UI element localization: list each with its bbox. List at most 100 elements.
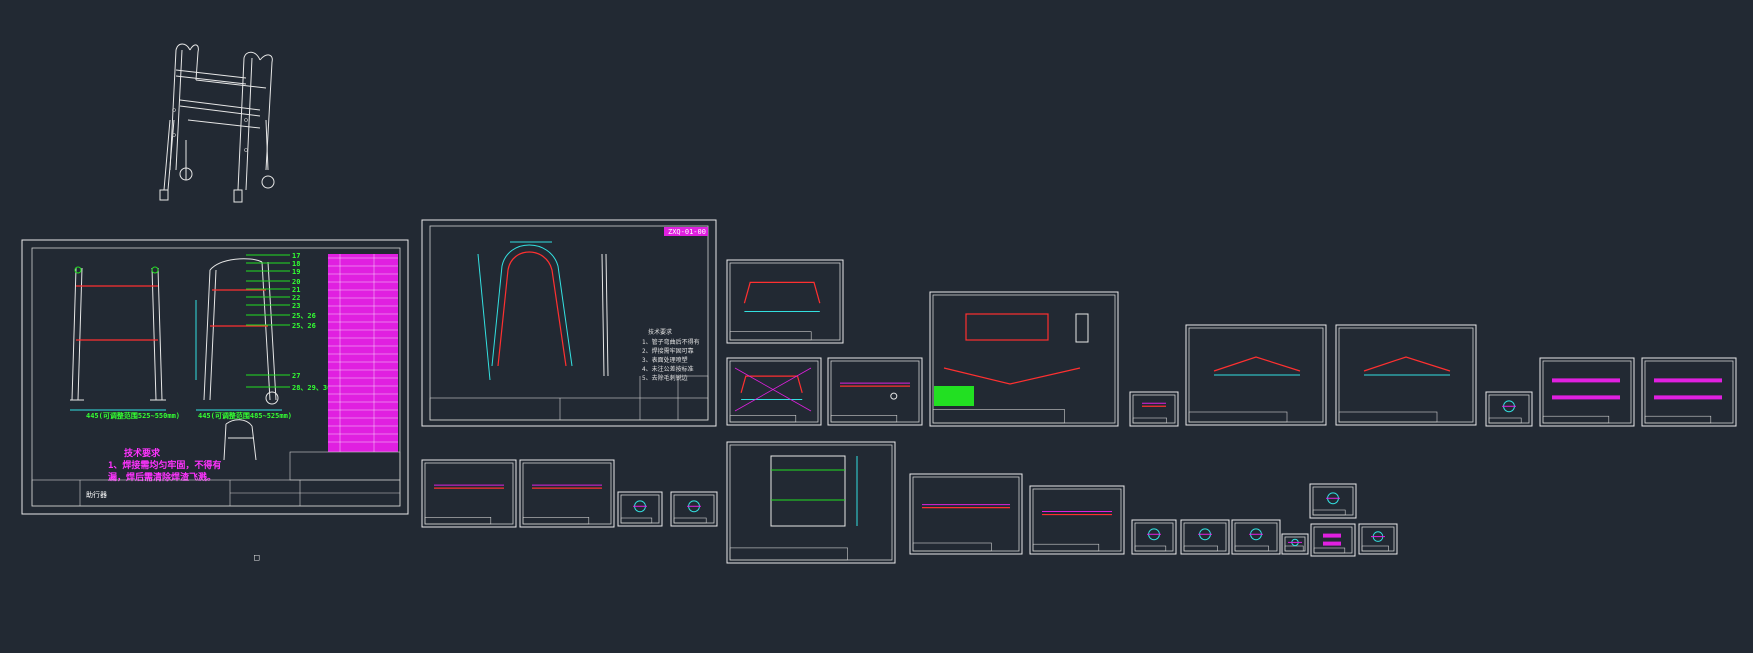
sheet-title-block bbox=[673, 517, 707, 524]
title-block: 助行器 bbox=[31, 451, 401, 507]
sheet-title-block bbox=[1284, 545, 1304, 552]
sheet-title-block bbox=[1488, 417, 1522, 424]
sheet-title-block bbox=[1542, 415, 1610, 424]
detail-sheets[interactable] bbox=[421, 259, 1737, 564]
seat-outline bbox=[965, 313, 1049, 341]
detail-sheet[interactable] bbox=[1485, 391, 1533, 427]
detail-sheet[interactable] bbox=[1310, 523, 1356, 557]
sheet-border bbox=[929, 291, 1119, 427]
title-block-name: 助行器 bbox=[86, 490, 107, 499]
front-view-frame bbox=[70, 266, 166, 401]
sheet-title-block bbox=[522, 516, 590, 525]
drawing-id-label bbox=[664, 227, 708, 236]
sheet-title-block bbox=[424, 516, 492, 525]
sheet-title-block bbox=[1134, 545, 1167, 552]
bent-bar bbox=[1363, 356, 1451, 372]
sheet-border bbox=[1485, 391, 1533, 427]
sheet-title-block bbox=[729, 414, 797, 423]
detail-sheet[interactable] bbox=[726, 259, 844, 344]
detail-sheet[interactable] bbox=[827, 357, 923, 426]
drawing-id: ZXQ-01-00 bbox=[668, 228, 706, 236]
sheet-inner-border bbox=[1361, 526, 1395, 552]
sheet-title-block bbox=[1234, 545, 1269, 552]
sheet-title-block bbox=[1183, 545, 1218, 552]
tube-profile bbox=[743, 281, 821, 304]
sheet-inner-border bbox=[729, 262, 841, 341]
section-line bbox=[734, 367, 812, 412]
sheet-inner-border bbox=[912, 476, 1020, 552]
part-number-label: 23 bbox=[292, 302, 300, 310]
detail-sheet[interactable] bbox=[1029, 485, 1125, 555]
sheet-title-block bbox=[1132, 417, 1167, 424]
sheet-inner-border bbox=[1134, 522, 1174, 552]
panel-outline bbox=[770, 455, 846, 527]
detail-sheet[interactable] bbox=[1539, 357, 1635, 427]
sheet-inner-border bbox=[522, 462, 612, 525]
ucs-cursor-icon: □ bbox=[254, 553, 260, 563]
sheet-inner-border bbox=[424, 462, 514, 525]
detail-sheet[interactable] bbox=[726, 441, 896, 564]
sheet-title-block bbox=[1361, 545, 1389, 552]
detail-sheet[interactable] bbox=[1231, 519, 1281, 555]
sheet-title-block bbox=[1312, 509, 1346, 516]
detail-sheet[interactable] bbox=[929, 291, 1119, 427]
sheet-border bbox=[726, 357, 822, 426]
dim-depth: 445(可调整范围485~525mm) bbox=[198, 411, 292, 420]
detail-sheet[interactable] bbox=[1358, 523, 1398, 555]
sheet-border bbox=[1231, 519, 1281, 555]
detail-sheet[interactable] bbox=[1335, 324, 1477, 426]
detail-sheet[interactable] bbox=[1131, 519, 1177, 555]
sheet-title-block bbox=[620, 517, 653, 524]
sheet-border bbox=[519, 459, 615, 528]
sheet-inner-border bbox=[1542, 360, 1632, 424]
detail-sheet[interactable] bbox=[1185, 324, 1327, 426]
sheet-border bbox=[670, 491, 718, 527]
assembly-drawing-sheet[interactable]: 445(可调整范围525~550mm) 445(可调整范围485~525mm) … bbox=[21, 239, 409, 515]
sheet-title-block bbox=[1313, 547, 1346, 554]
detail-sheet[interactable] bbox=[1129, 391, 1179, 427]
sheet-inner-border bbox=[729, 444, 893, 561]
hole-detail bbox=[890, 392, 898, 400]
tech-req-line-2: 漏，焊后需清除焊渣飞溅。 bbox=[108, 471, 216, 483]
bar-profile bbox=[1323, 541, 1341, 546]
sheet-title-block bbox=[729, 547, 848, 561]
sheet-inner-border bbox=[1644, 360, 1734, 424]
sheet-border bbox=[1309, 483, 1357, 519]
detail-sheet[interactable] bbox=[1641, 357, 1737, 427]
sheet-title-block bbox=[912, 542, 992, 552]
tube-profile bbox=[740, 375, 803, 394]
tech-req-title: 技术要求 bbox=[124, 447, 161, 459]
sheet-title-block bbox=[1032, 543, 1100, 552]
part-number-label: 25、26 bbox=[292, 322, 316, 330]
sheet-title-block bbox=[729, 331, 812, 341]
detail-sheet[interactable] bbox=[421, 459, 517, 528]
sheet-title-block bbox=[1338, 411, 1438, 423]
sheet-inner-border bbox=[620, 494, 660, 524]
walker-3d-icon bbox=[159, 43, 275, 203]
detail-sheet[interactable] bbox=[1281, 533, 1309, 555]
detail-sheet[interactable] bbox=[1180, 519, 1230, 555]
seat-table bbox=[934, 386, 974, 406]
sheet-border bbox=[1335, 324, 1477, 426]
frame-detail-sheet[interactable]: ZXQ-01-00 技术要求1、管子弯曲后不得有2、焊接需牢固可靠3、表面处理喷… bbox=[421, 219, 717, 427]
part-number-label: 17 bbox=[292, 252, 300, 260]
frame-notes: 技术要求1、管子弯曲后不得有2、焊接需牢固可靠3、表面处理喷塑4、未注公差按标准… bbox=[642, 328, 700, 382]
bar-profile bbox=[1654, 395, 1722, 400]
sheet-inner-border bbox=[1032, 488, 1122, 552]
detail-sheet[interactable] bbox=[909, 473, 1023, 555]
frame-note-line: 4、未注公差按标准 bbox=[642, 365, 694, 373]
part-number-label: 28、29、30 bbox=[292, 384, 331, 392]
detail-sheet[interactable] bbox=[726, 357, 822, 426]
sheet-border bbox=[827, 357, 923, 426]
detail-sheet[interactable] bbox=[519, 459, 615, 528]
sheet-inner-border bbox=[1313, 526, 1353, 554]
part-number-label: 27 bbox=[292, 372, 300, 380]
sheet-border bbox=[1029, 485, 1125, 555]
detail-sheet[interactable] bbox=[670, 491, 718, 527]
sheet-title-block bbox=[1188, 411, 1288, 423]
sheet-title-block bbox=[932, 409, 1065, 424]
frame-note-line: 1、管子弯曲后不得有 bbox=[642, 338, 700, 346]
detail-sheet[interactable] bbox=[617, 491, 663, 527]
detail-sheet[interactable] bbox=[1309, 483, 1357, 519]
